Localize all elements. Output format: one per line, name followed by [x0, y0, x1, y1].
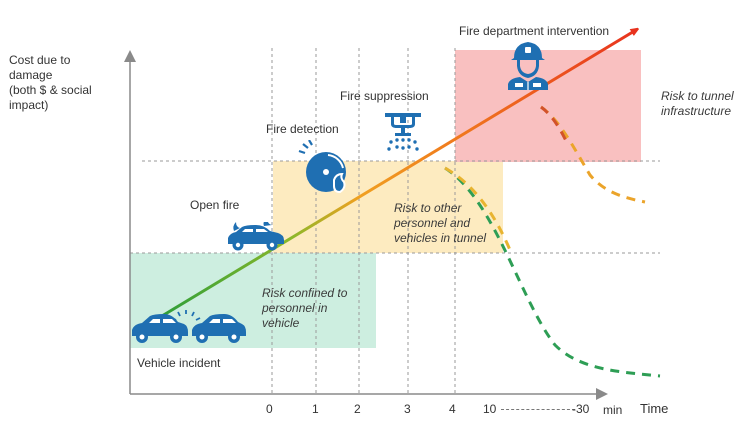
zone-tunnel-infrastructure	[455, 50, 641, 162]
x-tick-30: -30	[572, 402, 590, 416]
zone-label-other-personnel: Risk to other personnel and vehicles in …	[394, 201, 486, 246]
stage-label-fire-suppression: Fire suppression	[340, 89, 429, 103]
x-tick-10: 10	[483, 402, 497, 416]
zone-label-line: Risk confined to	[262, 286, 348, 300]
fire-alarm-icon	[298, 140, 346, 194]
mitigated-curve-intervention	[540, 105, 646, 204]
stage-label-vehicle-incident: Vehicle incident	[137, 356, 221, 370]
y-axis-label-line: damage	[9, 68, 53, 82]
zone-label-line: Risk to other	[394, 201, 462, 215]
zone-label-line: personnel in	[262, 301, 328, 315]
y-axis-label-line: Cost due to	[9, 53, 71, 67]
x-unit: min	[603, 403, 623, 417]
x-tick-4: 4	[449, 402, 456, 416]
y-axis-label-line: (both $ & social	[9, 83, 92, 97]
zone-label-line: infrastructure	[661, 104, 732, 118]
zone-label-tunnel-infrastructure: Risk to tunnel infrastructure	[661, 89, 734, 119]
mitigated-curve-suppression	[444, 166, 661, 378]
x-axis-label: Time	[640, 401, 669, 416]
x-tick-1: 1	[312, 402, 319, 416]
y-axis-label-line: impact)	[9, 98, 49, 112]
zone-label-personnel-in-vehicle: Risk confined to personnel in vehicle	[262, 286, 347, 331]
mitigated-curve-suppression-upper	[444, 166, 512, 251]
zone-label-line: vehicles in tunnel	[394, 231, 487, 245]
firefighter-icon	[508, 42, 548, 90]
car-on-fire-icon	[228, 222, 284, 251]
car-collision-icon	[132, 310, 246, 343]
zone-label-line: Risk to tunnel	[661, 89, 734, 103]
x-tick-2: 2	[354, 402, 361, 416]
sprinkler-icon	[385, 113, 421, 151]
y-axis-label: Cost due to damage (both $ & social impa…	[9, 53, 92, 113]
x-tick-0: 0	[266, 402, 273, 416]
mitigated-curve-intervention-top	[540, 105, 570, 146]
cost-growth-arrow	[151, 30, 636, 324]
stage-label-fire-detection: Fire detection	[266, 122, 339, 136]
stage-label-open-fire: Open fire	[190, 198, 240, 212]
x-tick-gap-dashes	[501, 409, 575, 410]
x-tick-3: 3	[404, 402, 411, 416]
stage-label-fire-department: Fire department intervention	[459, 24, 610, 38]
zone-label-line: vehicle	[262, 316, 300, 330]
zone-label-line: personnel and	[394, 216, 471, 230]
